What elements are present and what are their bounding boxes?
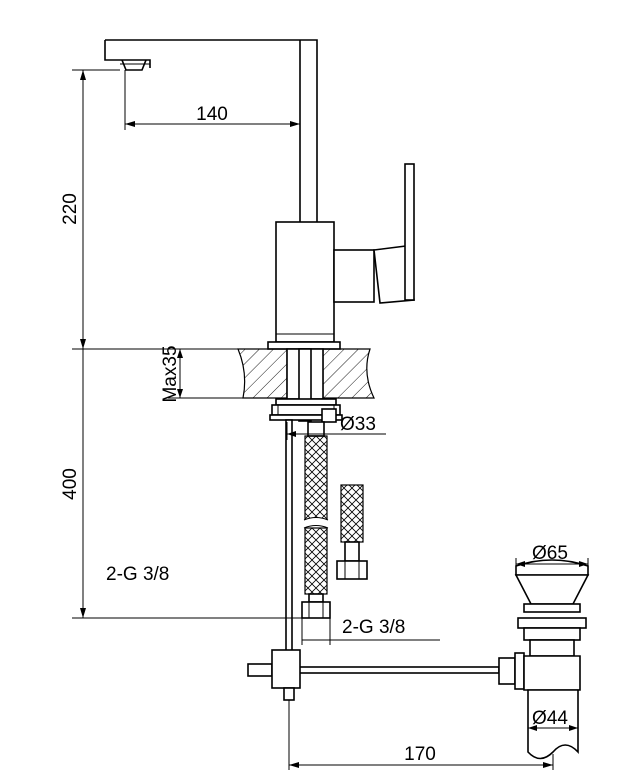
linkage-rod	[247, 649, 500, 701]
thread-label-left: 2-G 3/8	[106, 564, 169, 585]
mounting-stud	[269, 348, 343, 423]
countertop-section	[237, 348, 375, 399]
waste-drain	[498, 559, 590, 760]
faucet-body	[275, 221, 335, 343]
popup-rod	[285, 419, 293, 666]
dim-hole-diameter: Ø33	[340, 414, 376, 435]
dim-spout-reach: 140	[196, 104, 228, 125]
lever-handle	[333, 163, 415, 304]
base-flange	[267, 341, 341, 350]
flexible-hose	[301, 421, 331, 619]
dim-waste-body: Ø44	[532, 708, 568, 729]
dimension-lines	[72, 69, 589, 770]
hose-detail	[336, 484, 368, 580]
dim-max-deck: Max35	[160, 345, 181, 402]
dim-waste-head: Ø65	[532, 543, 568, 564]
dim-hose-length: 400	[60, 468, 81, 500]
dim-rod-length: 170	[404, 744, 436, 765]
spout	[104, 39, 318, 222]
dim-spout-height: 220	[60, 193, 81, 225]
thread-label-hose: 2-G 3/8	[342, 617, 405, 638]
